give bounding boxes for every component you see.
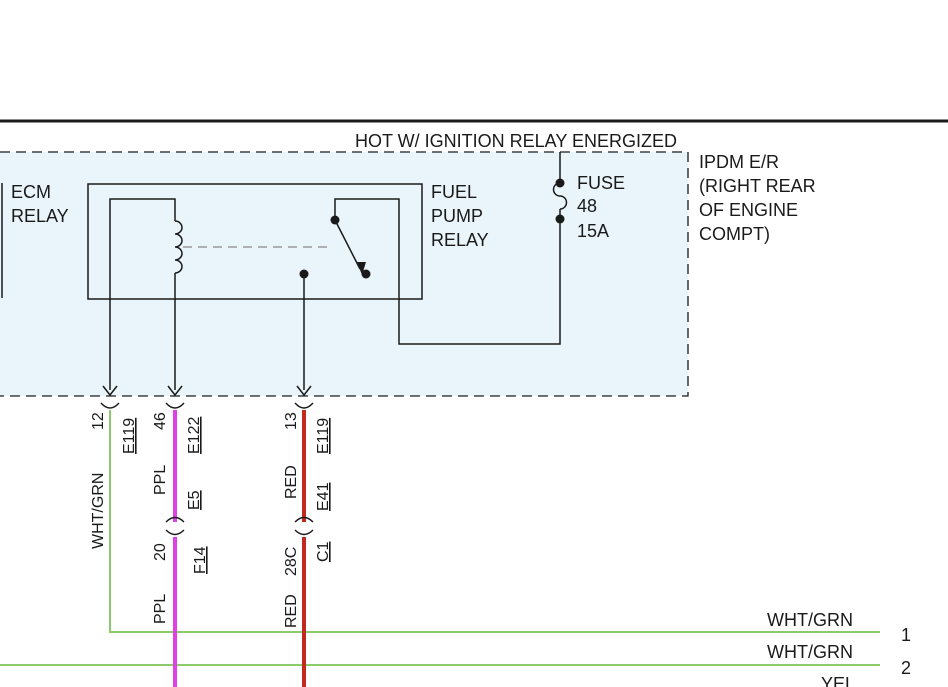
fuse-label: 15A: [577, 221, 609, 241]
supply-label: HOT W/ IGNITION RELAY ENERGIZED: [355, 131, 677, 151]
wire-color-label: RED: [283, 465, 300, 499]
module-label: IPDM E/R (RIGHT REAR OF ENGINE COMPT): [699, 152, 816, 244]
fuel-pump-relay-label: FUEL: [431, 182, 477, 202]
pin-label: 46: [152, 412, 169, 430]
pin-label: 12: [90, 412, 107, 430]
wire-wht-grn-left: [109, 410, 880, 633]
wire-color-label: WHT/GRN: [767, 610, 853, 630]
connector-symbols: [100, 402, 314, 536]
ecm-relay-label: RELAY: [11, 206, 69, 226]
wire-color-label: PPL: [152, 594, 169, 624]
connector-label: E119: [121, 418, 138, 454]
module-label-line: OF ENGINE: [699, 200, 798, 220]
ecm-relay-label: ECM: [11, 182, 51, 202]
pin-label: 13: [283, 412, 300, 430]
relay-contacts: [299, 215, 371, 279]
fuel-pump-relay-box: [87, 183, 423, 300]
fuse-label: FUSE: [577, 173, 625, 193]
vertical-labels: 12 E119 46 E122 13 E119 WHT/GRN PPL E5 R…: [90, 412, 332, 628]
wire-color-label: WHT/GRN: [767, 642, 853, 662]
connector-label: F14: [192, 546, 209, 574]
connector-label: E122: [186, 417, 203, 454]
fuse-symbol: [552, 152, 568, 224]
module-label-line: COMPT): [699, 224, 770, 244]
wire-ref-number: 1: [901, 625, 911, 645]
relay-coil: [109, 198, 333, 390]
pin-label: 28C: [283, 547, 300, 576]
wires: [0, 410, 880, 687]
connector-label: E41: [315, 482, 332, 511]
wire-color-label: RED: [283, 594, 300, 628]
connector-label: E119: [315, 418, 332, 454]
pin-arrows: [102, 385, 312, 397]
pin-label: 20: [152, 543, 169, 561]
ipdm-box: [0, 151, 689, 397]
module-label-line: (RIGHT REAR: [699, 176, 816, 196]
relay-switch: [303, 198, 561, 390]
wire-color-label: WHT/GRN: [90, 473, 107, 549]
wire-ref-number: 2: [901, 658, 911, 678]
connector-label: C1: [315, 541, 332, 562]
fuel-pump-relay-label: RELAY: [431, 230, 489, 250]
connector-label: E5: [186, 490, 203, 510]
wire-color-label: PPL: [152, 465, 169, 495]
module-label-line: IPDM E/R: [699, 152, 779, 172]
wire-color-label: YEL: [821, 674, 855, 687]
fuel-pump-relay-label: PUMP: [431, 206, 483, 226]
fuse-label: 48: [577, 196, 597, 216]
